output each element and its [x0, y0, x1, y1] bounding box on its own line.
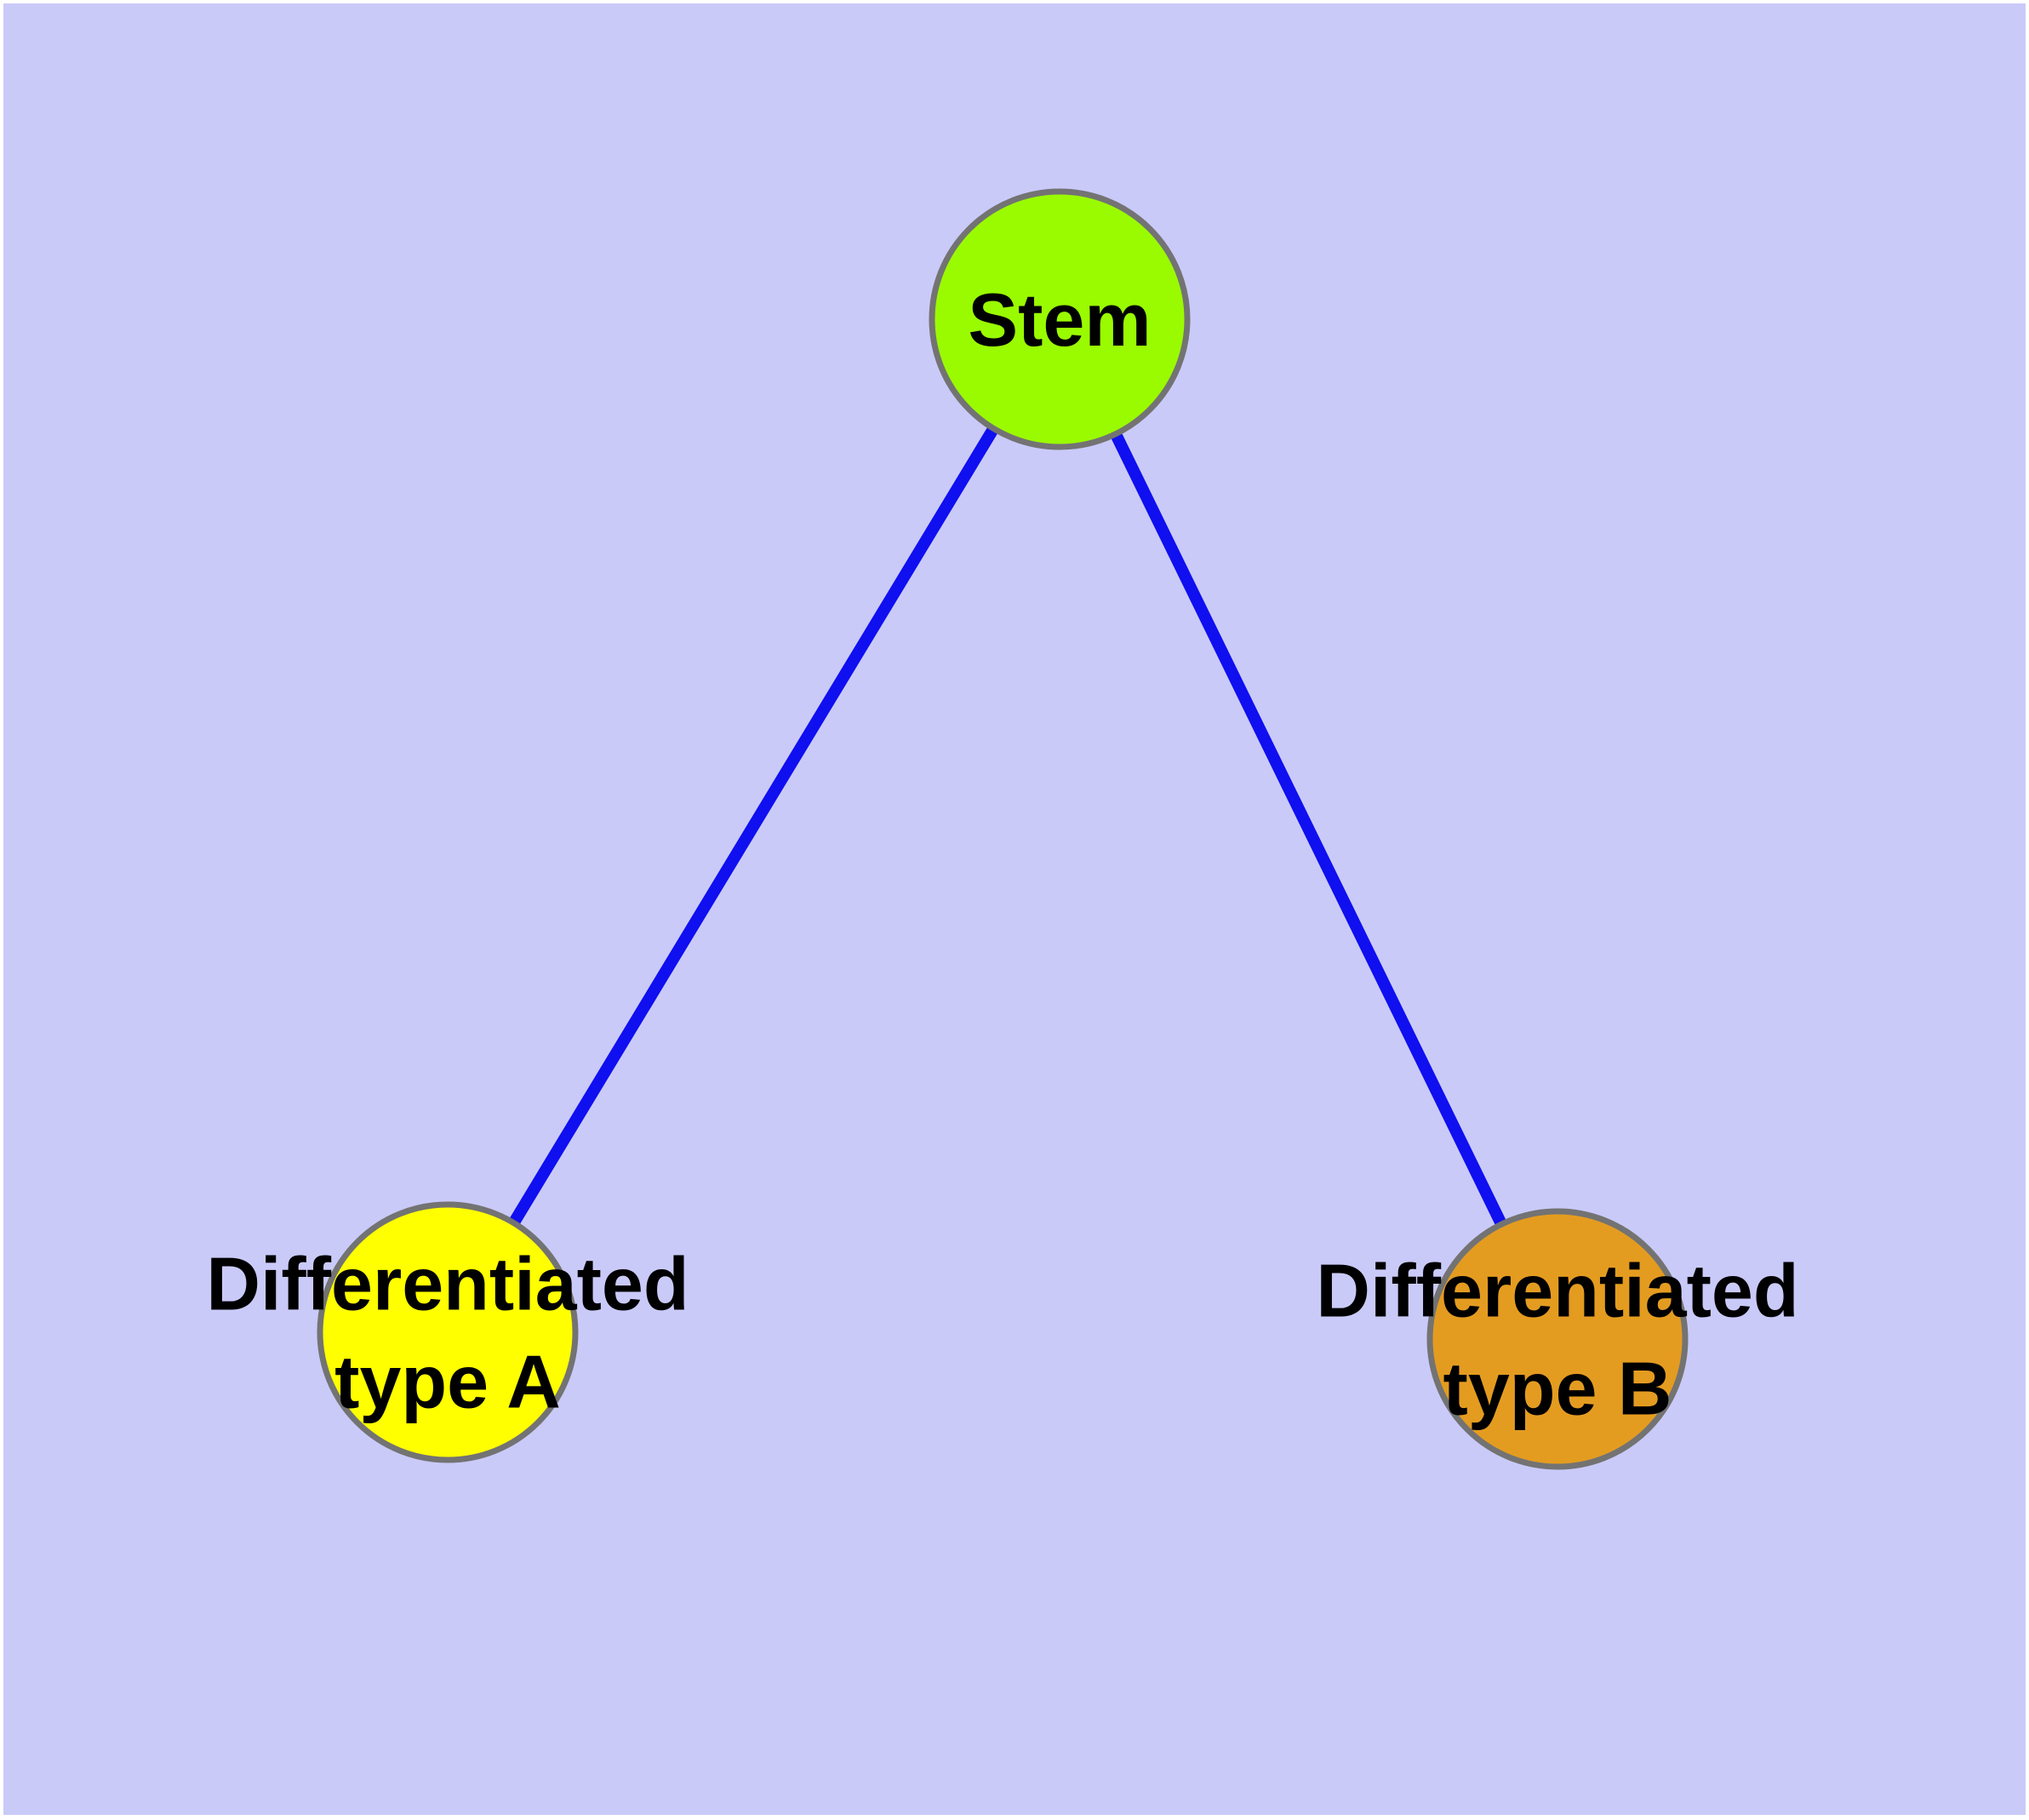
- node-label-line: Stem: [968, 278, 1151, 362]
- node-label-line: type B: [1443, 1347, 1672, 1431]
- node-label-line: Differentiated: [1316, 1249, 1798, 1333]
- node-circle-differentiated-type-a: [317, 1201, 579, 1463]
- node-label-differentiated-type-a: Differentiated type A: [206, 1242, 689, 1424]
- node-label-differentiated-type-b: Differentiated type B: [1316, 1249, 1798, 1431]
- node-circle-differentiated-type-b: [1426, 1208, 1689, 1470]
- node-label-line: Differentiated: [206, 1242, 689, 1326]
- node-label-line: type A: [334, 1340, 561, 1424]
- edge-stem-to-differentiated-type-b: [1054, 316, 1563, 1342]
- node-circle-stem: [929, 188, 1191, 450]
- edge-stem-to-differentiated-type-a: [443, 316, 1065, 1336]
- node-label-stem: Stem: [968, 278, 1151, 362]
